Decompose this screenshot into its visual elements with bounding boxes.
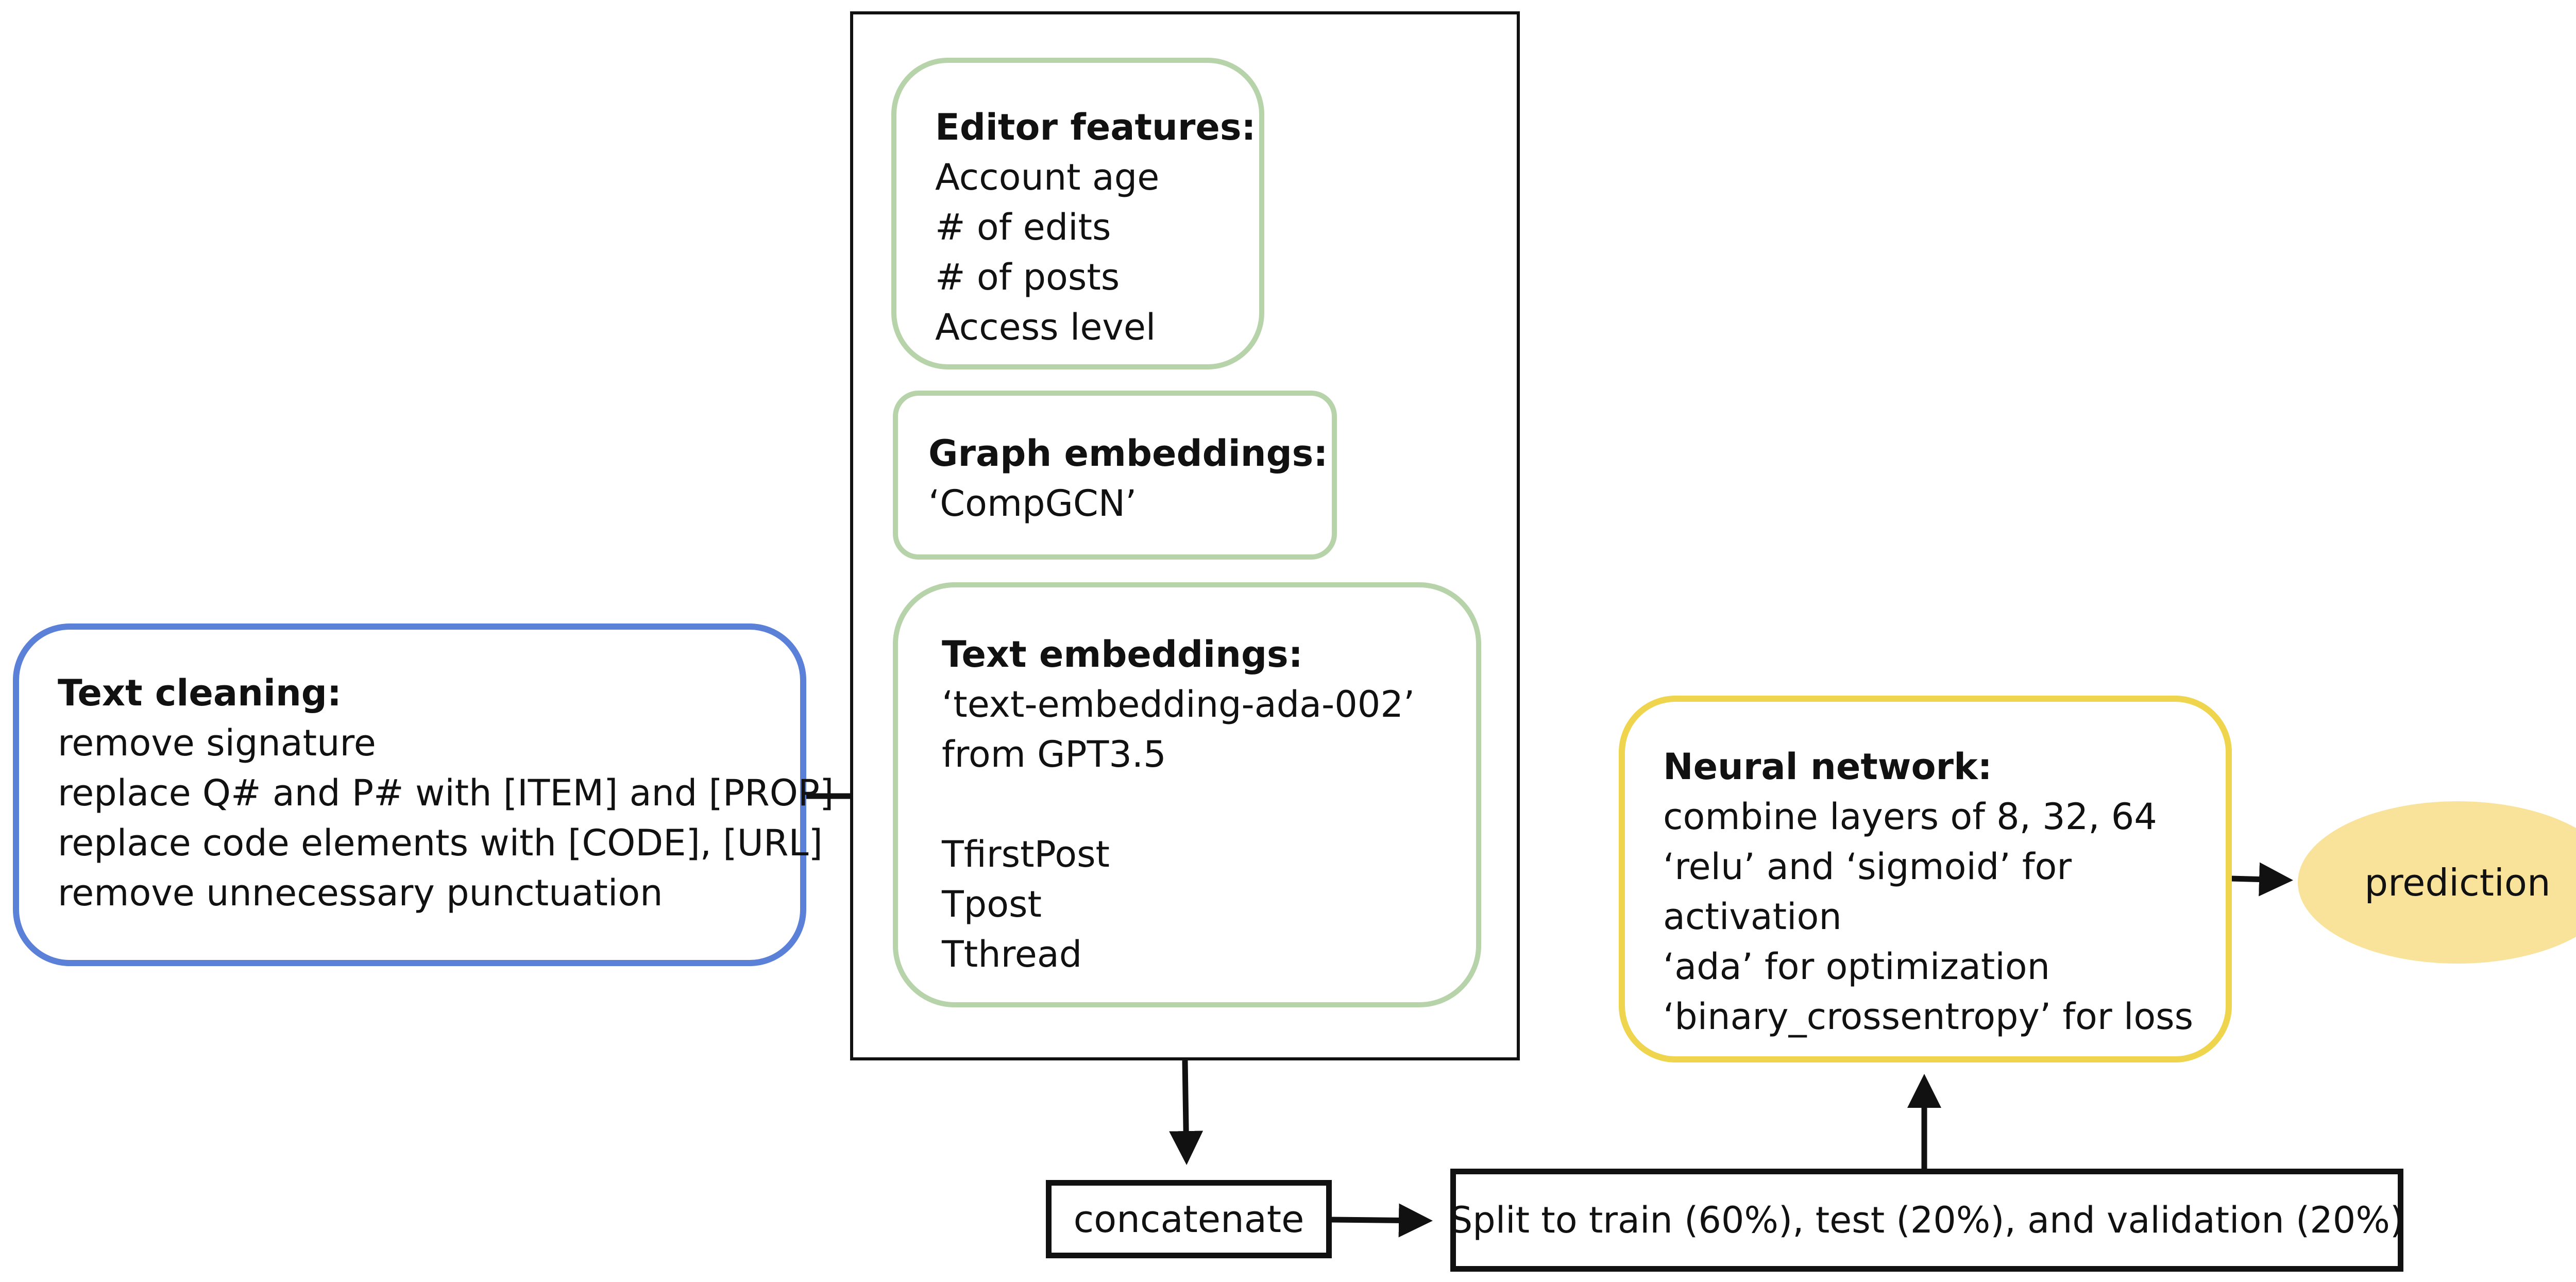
neural-network-box — [1619, 696, 2232, 1062]
neural-network-line: ‘binary_crossentropy’ for loss — [1663, 996, 2194, 1038]
text-embeddings-title: Text embeddings: — [942, 633, 1303, 676]
graph-embeddings-text: Graph embeddings: ‘CompGCN’ — [928, 429, 1328, 529]
prediction-node: prediction — [2298, 801, 2576, 964]
text-embeddings-line: ‘text-embedding-ada-002’ — [942, 683, 1415, 726]
concatenate-label: concatenate — [1073, 1197, 1304, 1241]
arrow-concatenate-to-split — [1331, 1203, 1433, 1238]
editor-features-text: Editor features: Account age # of edits … — [935, 103, 1256, 352]
neural-network-line: combine layers of 8, 32, 64 — [1663, 796, 2157, 838]
concatenate-box — [1046, 1180, 1332, 1258]
graph-embeddings-box — [893, 391, 1337, 560]
editor-features-line: Account age — [935, 156, 1160, 198]
text-embeddings-line: TfirstPost — [942, 833, 1110, 875]
neural-network-line: ‘ada’ for optimization — [1663, 946, 2050, 988]
text-embeddings-text: Text embeddings: ‘text-embedding-ada-002… — [942, 630, 1415, 980]
neural-network-text: Neural network: combine layers of 8, 32,… — [1663, 742, 2193, 1042]
text-cleaning-text: Text cleaning: remove signature replace … — [58, 668, 834, 918]
neural-network-title: Neural network: — [1663, 746, 1992, 788]
arrow-network-to-prediction — [2230, 862, 2293, 897]
editor-features-line: # of edits — [935, 206, 1111, 248]
text-embeddings-line — [942, 780, 1415, 830]
editor-features-line: # of posts — [935, 256, 1120, 298]
split-box — [1450, 1169, 2403, 1272]
text-embeddings-line: from GPT3.5 — [942, 733, 1166, 775]
prediction-label: prediction — [2364, 861, 2551, 904]
neural-network-line: ‘relu’ and ‘sigmoid’ for — [1663, 846, 2072, 888]
text-cleaning-line: replace code elements with [CODE], [URL] — [58, 822, 823, 864]
text-cleaning-title: Text cleaning: — [58, 672, 342, 714]
neural-network-line: activation — [1663, 896, 1842, 938]
graph-embeddings-line: ‘CompGCN’ — [928, 482, 1137, 525]
text-embeddings-line: Tthread — [942, 933, 1082, 975]
text-embeddings-box — [893, 582, 1481, 1007]
arrow-features-to-concatenate — [1169, 1060, 1204, 1165]
text-cleaning-line: remove unnecessary punctuation — [58, 872, 663, 914]
split-label: Split to train (60%), test (20%), and va… — [1449, 1199, 2404, 1241]
editor-features-title: Editor features: — [935, 106, 1256, 148]
editor-features-line: Access level — [935, 306, 1156, 348]
text-cleaning-line: replace Q# and P# with [ITEM] and [PROP] — [58, 772, 834, 814]
text-cleaning-box — [13, 623, 806, 966]
text-cleaning-line: remove signature — [58, 722, 376, 764]
graph-embeddings-title: Graph embeddings: — [928, 432, 1328, 475]
editor-features-box — [891, 58, 1264, 369]
text-embeddings-line: Tpost — [942, 883, 1042, 925]
